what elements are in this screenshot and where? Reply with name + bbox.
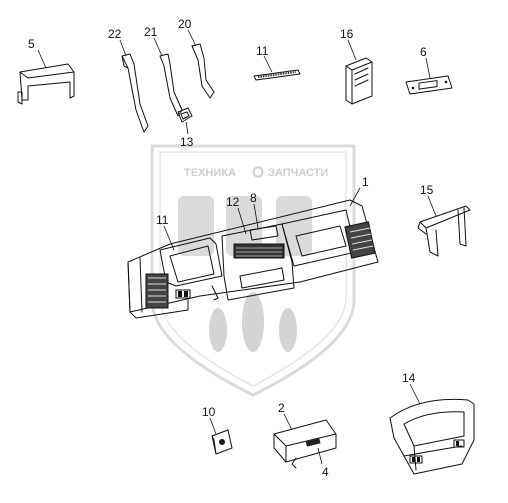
callout-16: 16: [340, 27, 354, 41]
callout-14: 14: [402, 371, 416, 385]
watermark: ТЕХНИКА ЗАПЧАСТИ: [150, 144, 356, 397]
part-5: [17, 63, 75, 105]
part-2: [273, 419, 337, 469]
gear-icon: [252, 166, 264, 178]
part-16: [345, 57, 373, 105]
part-10: [211, 429, 233, 455]
part-22: [121, 53, 149, 133]
callout-6: 6: [420, 45, 427, 59]
callout-13: 13: [180, 135, 194, 149]
callout-2: 2: [278, 401, 285, 415]
callout-11-dash: 11: [156, 213, 169, 227]
callout-11-top: 11: [256, 44, 269, 58]
callout-12: 12: [226, 195, 240, 209]
part-15: [417, 205, 471, 257]
callout-21: 21: [144, 25, 158, 39]
watermark-text-left: ТЕХНИКА: [184, 167, 236, 179]
callout-5: 5: [28, 37, 35, 51]
part-11-strip: [253, 69, 301, 81]
watermark-text-right: ЗАПЧАСТИ: [268, 167, 328, 179]
part-1-dashboard: [127, 199, 379, 319]
watermark-wheat: [209, 292, 297, 352]
part-21: [159, 53, 183, 117]
part-13: [177, 107, 193, 123]
callout-4: 4: [322, 465, 329, 479]
part-14: [389, 398, 475, 475]
part-20: [191, 43, 215, 99]
callout-20: 20: [178, 17, 192, 31]
callout-10: 10: [202, 405, 216, 419]
callout-22: 22: [108, 27, 122, 41]
callout-8: 8: [250, 191, 257, 205]
callout-15: 15: [420, 183, 434, 197]
callout-1: 1: [362, 175, 369, 189]
part-6: [405, 75, 453, 95]
